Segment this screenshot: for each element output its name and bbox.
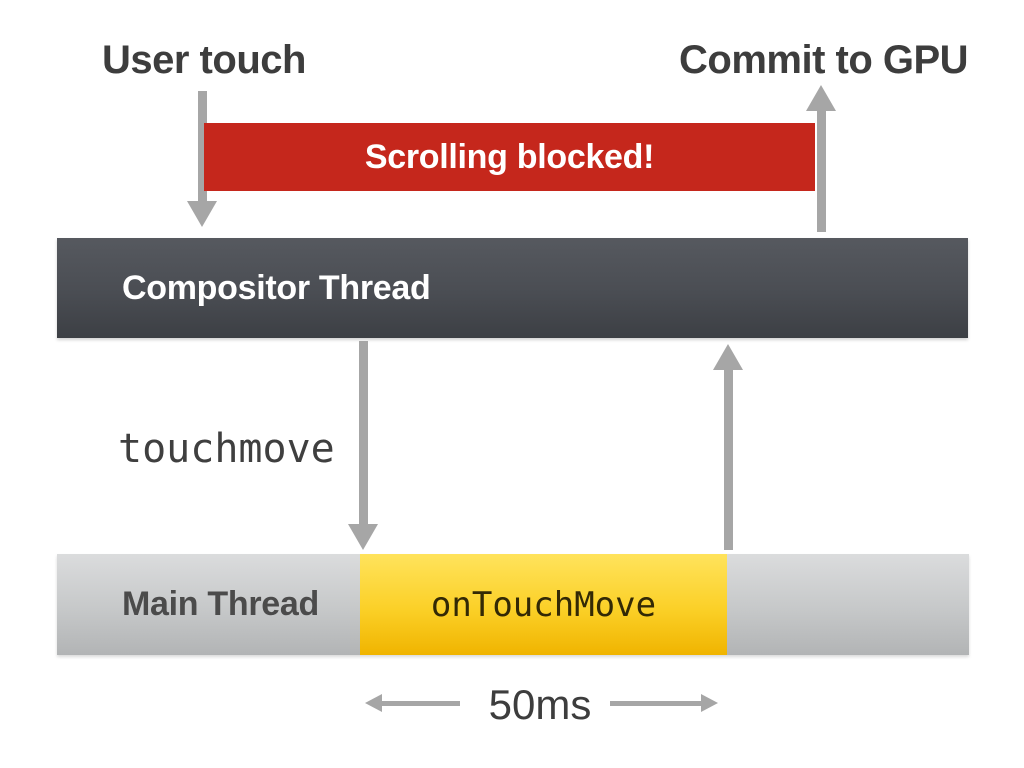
scrolling-blocked-label: Scrolling blocked! xyxy=(364,137,655,176)
arrow-up-return-icon xyxy=(712,344,744,550)
arrow-head-down-icon xyxy=(187,201,217,227)
arrow-shaft xyxy=(382,700,460,706)
duration-label: 50ms xyxy=(488,681,592,728)
arrow-head-left-icon xyxy=(365,694,382,712)
main-thread-bar: Main Thread onTouchMove xyxy=(57,554,969,655)
arrow-up-commit-gpu-icon xyxy=(805,85,837,232)
commit-to-gpu-label: Commit to GPU xyxy=(679,38,969,82)
duration-arrow-right-icon xyxy=(610,694,718,712)
ontouchmove-task-block: onTouchMove xyxy=(360,554,727,655)
scrolling-blocked-banner: Scrolling blocked! xyxy=(204,123,815,191)
arrow-shaft xyxy=(816,111,826,232)
arrow-shaft xyxy=(610,700,701,706)
arrow-head-up-icon xyxy=(806,85,836,111)
arrow-shaft xyxy=(358,341,368,524)
user-touch-label: User touch xyxy=(102,38,306,82)
arrow-shaft xyxy=(723,370,733,550)
compositor-thread-label: Compositor Thread xyxy=(122,268,431,307)
arrow-shaft xyxy=(197,91,207,201)
arrow-head-right-icon xyxy=(701,694,718,712)
touchmove-event-label: touchmove xyxy=(118,426,335,472)
ontouchmove-task-label: onTouchMove xyxy=(430,584,657,625)
arrow-head-down-icon xyxy=(348,524,378,550)
arrow-down-touchmove-icon xyxy=(347,341,379,550)
main-thread-label: Main Thread xyxy=(122,585,319,623)
arrow-head-up-icon xyxy=(713,344,743,370)
compositor-thread-bar: Compositor Thread xyxy=(57,238,968,338)
arrow-down-user-touch-icon xyxy=(186,91,218,227)
duration-arrow-left-icon xyxy=(365,694,460,712)
